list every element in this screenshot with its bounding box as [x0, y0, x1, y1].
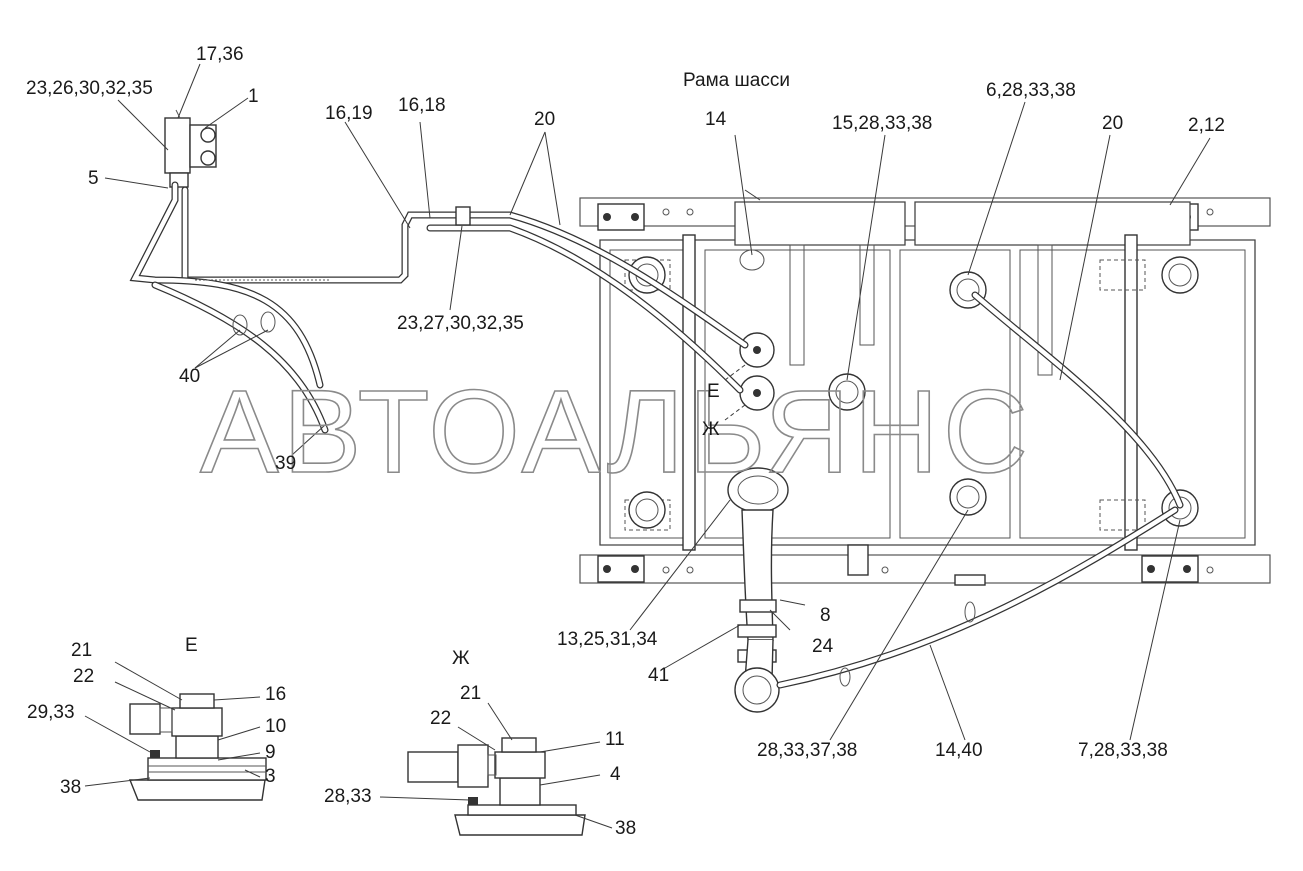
detail-e-callout-9: 9: [265, 742, 276, 763]
callout-view-e-mark: Е: [707, 381, 720, 402]
callout-24: 24: [812, 636, 834, 657]
detail-zh-callout-4: 4: [610, 764, 621, 785]
detail-e-callout-3: 3: [265, 766, 276, 787]
callout-1: 1: [248, 86, 259, 107]
callout-23-26-30-32-35: 23,26,30,32,35: [26, 78, 153, 99]
callout-2-12: 2,12: [1188, 115, 1225, 136]
callout-20-right: 20: [1102, 113, 1123, 134]
fuel-intake-fitting: [739, 332, 775, 368]
callout-14-40: 14,40: [935, 740, 983, 761]
callout-39: 39: [275, 453, 296, 474]
tank-bracket-bottom-left: [597, 555, 645, 583]
callout-7-28-33-38: 7,28,33,38: [1078, 740, 1168, 761]
view-zh-title: Ж: [452, 648, 470, 669]
watermark: АВТОАЛЬЯНС: [200, 366, 1032, 498]
detail-view-e: [84, 661, 267, 801]
detail-e-callout-38: 38: [60, 777, 81, 798]
detail-e-callout-16: 16: [265, 684, 286, 705]
callout-5: 5: [88, 168, 99, 189]
callout-16-19: 16,19: [325, 103, 373, 124]
detail-zh-callout-21: 21: [460, 683, 481, 704]
callout-15-28-33-38: 15,28,33,38: [832, 113, 932, 134]
callout-6-28-33-38: 6,28,33,38: [986, 80, 1076, 101]
callout-41: 41: [648, 665, 669, 686]
callout-23-27-30-32-35: 23,27,30,32,35: [397, 313, 524, 334]
callout-16-18: 16,18: [398, 95, 446, 116]
vent-pipe: [734, 509, 780, 713]
detail-view-zh: [379, 702, 613, 836]
view-e-title: Е: [185, 635, 198, 656]
callout-view-zh-mark: Ж: [702, 419, 720, 440]
detail-zh-callout-28-33: 28,33: [324, 786, 372, 807]
detail-e-callout-21: 21: [71, 640, 92, 661]
detail-e-callout-22: 22: [73, 666, 94, 687]
detail-e-callout-29-33: 29,33: [27, 702, 75, 723]
callout-labels: Рама шасси 17,36 23,26,30,32,35 1 5 16,1…: [26, 44, 1225, 839]
frame-label: Рама шасси: [683, 70, 790, 91]
callout-40: 40: [179, 366, 200, 387]
detail-e-callout-10: 10: [265, 716, 286, 737]
callout-14: 14: [705, 109, 727, 130]
tank-cap-bottom: [949, 478, 987, 516]
tank-fitting-bottom-left: [628, 491, 666, 529]
tank-bracket-top-left: [597, 203, 645, 231]
filler-neck: [727, 467, 986, 586]
fuel-tank: [599, 201, 1256, 586]
tank-cap-center: [828, 373, 866, 411]
tank-fitting-top-right: [1161, 256, 1199, 294]
fuel-filter-assembly: [164, 109, 217, 188]
detail-zh-callout-11: 11: [605, 729, 625, 750]
callout-13-25-31-34: 13,25,31,34: [557, 629, 658, 650]
tank-bracket-bottom-right: [1141, 555, 1199, 583]
callout-20-left: 20: [534, 109, 555, 130]
detail-zh-callout-38: 38: [615, 818, 636, 839]
callout-28-33-37-38: 28,33,37,38: [757, 740, 857, 761]
leader-lines: [104, 63, 1211, 741]
callout-17-36: 17,36: [196, 44, 244, 65]
callout-8: 8: [820, 605, 831, 626]
detail-zh-callout-22: 22: [430, 708, 451, 729]
